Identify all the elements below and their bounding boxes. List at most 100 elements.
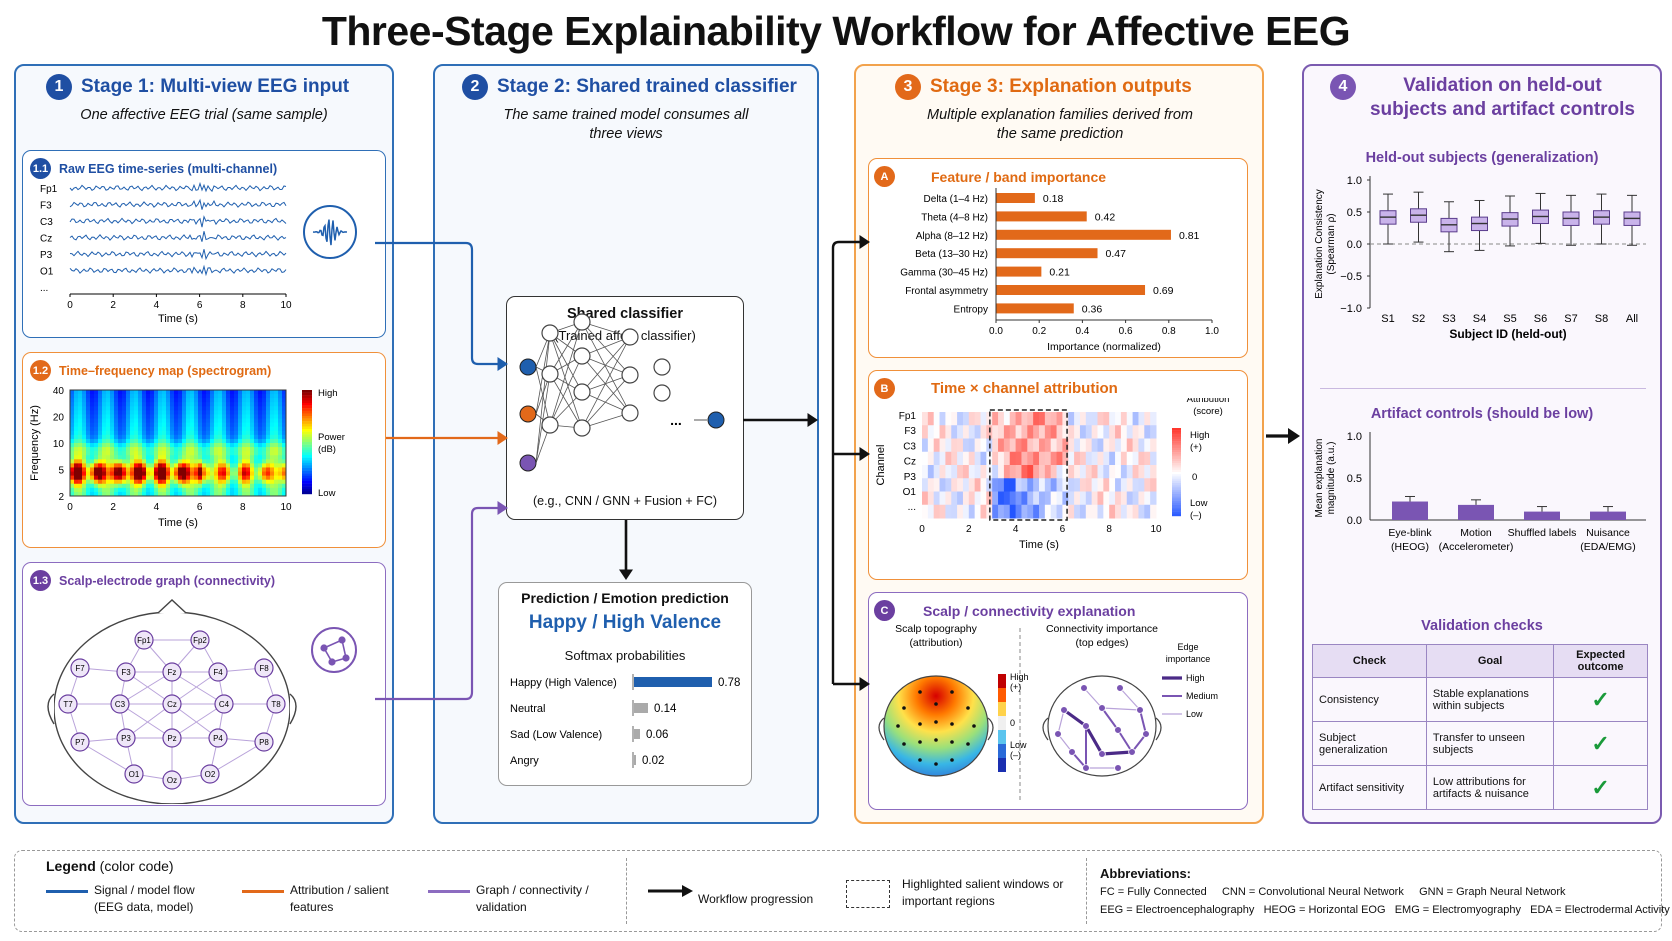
colorbar-high: High xyxy=(318,388,338,399)
spectrogram-cell xyxy=(206,483,211,489)
heatmap-cell xyxy=(1050,478,1058,492)
spectrogram-cell xyxy=(218,414,223,420)
spectrogram-cell xyxy=(162,414,167,420)
time-channel-title: Time × channel attribution xyxy=(931,380,1118,397)
stage2-header: 2 Stage 2: Shared trained classifier xyxy=(462,74,797,100)
heatmap-cell xyxy=(1109,438,1116,453)
tick-label: 0.0 xyxy=(1347,239,1362,251)
heatmap-cell xyxy=(957,451,964,466)
spectrogram-cell xyxy=(154,434,159,440)
spectrogram-cell xyxy=(126,471,131,477)
spectrogram-cell xyxy=(194,402,199,407)
spectrogram-cell xyxy=(98,479,103,485)
spectrogram-cell xyxy=(210,447,215,452)
spectrogram-cell xyxy=(134,479,139,485)
spectrogram-cell xyxy=(82,443,87,448)
eeg-trace xyxy=(69,249,287,261)
spectrogram-cell xyxy=(130,418,135,424)
spectrogram-cell xyxy=(134,390,139,395)
spectrogram-cell xyxy=(70,475,75,481)
spectrogram-cell xyxy=(242,414,247,420)
spectrogram-cell xyxy=(278,467,283,473)
spectrogram-cell xyxy=(222,418,227,424)
spectrogram-cell xyxy=(126,402,131,407)
spectrogram-cell xyxy=(90,487,95,493)
heatmap-cell xyxy=(951,491,958,506)
heatmap-cell xyxy=(1021,504,1028,519)
spectrogram-cell xyxy=(226,414,231,420)
raw-eeg-header: 1.1 Raw EEG time-series (multi-channel) xyxy=(30,158,277,179)
spectrogram-cell xyxy=(262,483,267,489)
heatmap-cell xyxy=(922,478,929,492)
spectrogram-cell xyxy=(226,491,231,497)
heatmap-cell xyxy=(986,491,993,506)
spectrogram-cell xyxy=(206,390,211,395)
tick-label: 10 xyxy=(53,439,65,450)
spectrogram-cell xyxy=(118,410,123,415)
spectrogram-cell xyxy=(110,447,115,452)
softmax-title: Softmax probabilities xyxy=(564,648,686,663)
heatmap-cell xyxy=(1033,425,1040,439)
spectrogram-cell xyxy=(278,438,283,444)
spectrogram-cell xyxy=(210,475,215,481)
spectrogram-cell xyxy=(90,438,95,444)
spectrogram-cell xyxy=(150,483,155,489)
spectrogram-cell xyxy=(82,447,87,452)
spectrogram-cell xyxy=(162,475,167,481)
spectrogram-cell xyxy=(266,414,271,420)
spectrogram-cell xyxy=(262,414,267,420)
edge-legend-label: Low xyxy=(1186,709,1203,719)
spectrogram-cell xyxy=(238,422,243,428)
spectrogram-cell xyxy=(150,410,155,415)
spectrogram-cell xyxy=(278,443,283,448)
spectrogram-cell xyxy=(150,455,155,460)
heatmap-cell xyxy=(968,491,976,506)
connectivity-edge xyxy=(1083,687,1103,709)
spectrogram-cell xyxy=(86,394,91,399)
spectrogram-cell xyxy=(110,483,115,489)
heatmap-cell xyxy=(1079,504,1087,519)
spectrogram-cell xyxy=(138,414,143,420)
spectrogram-cell xyxy=(274,430,279,436)
table-row: Consistency Stable explanations within s… xyxy=(1312,677,1648,722)
spectrogram-cell xyxy=(262,471,267,477)
spectrogram-cell xyxy=(162,394,167,399)
spectrogram-cell xyxy=(86,451,91,456)
heatmap-cell xyxy=(1097,412,1104,426)
heatmap-cell xyxy=(1097,478,1104,492)
spectrogram-cell xyxy=(250,459,255,464)
colorbar-cell xyxy=(1172,505,1181,508)
legend-title-row: Legend (color code) xyxy=(46,858,174,874)
spectrogram-cell xyxy=(206,467,211,473)
spectrogram-cell xyxy=(90,451,95,456)
spectrogram-cell xyxy=(146,394,151,399)
spectrogram-cell xyxy=(146,434,151,440)
spectrogram-cell xyxy=(186,438,191,444)
spectrogram-cell xyxy=(130,394,135,399)
spectrogram-cell xyxy=(134,443,139,448)
spectrogram-cell xyxy=(158,398,163,403)
spectrogram-cell xyxy=(78,487,83,493)
spectrogram-cell xyxy=(102,463,107,468)
spectrogram-cell xyxy=(126,406,131,411)
spectrogram-cell xyxy=(226,443,231,448)
spectrogram-cell xyxy=(226,483,231,489)
heatmap-cell xyxy=(1009,491,1017,506)
prob-label: Angry xyxy=(510,755,539,767)
connectivity-edge xyxy=(1063,708,1087,728)
heatmap-cell xyxy=(957,491,964,506)
spectrogram-cell xyxy=(250,471,255,477)
heatmap-cell xyxy=(1021,425,1028,439)
waveform-icon-trace xyxy=(312,219,348,246)
spectrogram-cell xyxy=(254,447,259,452)
spectrogram-cell xyxy=(238,438,243,444)
spectrogram-cell xyxy=(90,426,95,432)
spectrogram-cell xyxy=(218,479,223,485)
heatmap-cell xyxy=(1085,412,1093,426)
heatmap-cell xyxy=(957,478,964,492)
heatmap-cell xyxy=(1009,478,1017,492)
connectivity-edge xyxy=(1057,709,1065,735)
spectrogram-cell xyxy=(238,463,243,468)
spectrogram-cell xyxy=(142,438,147,444)
scalp-graph-title: Scalp-electrode graph (connectivity) xyxy=(59,573,276,588)
